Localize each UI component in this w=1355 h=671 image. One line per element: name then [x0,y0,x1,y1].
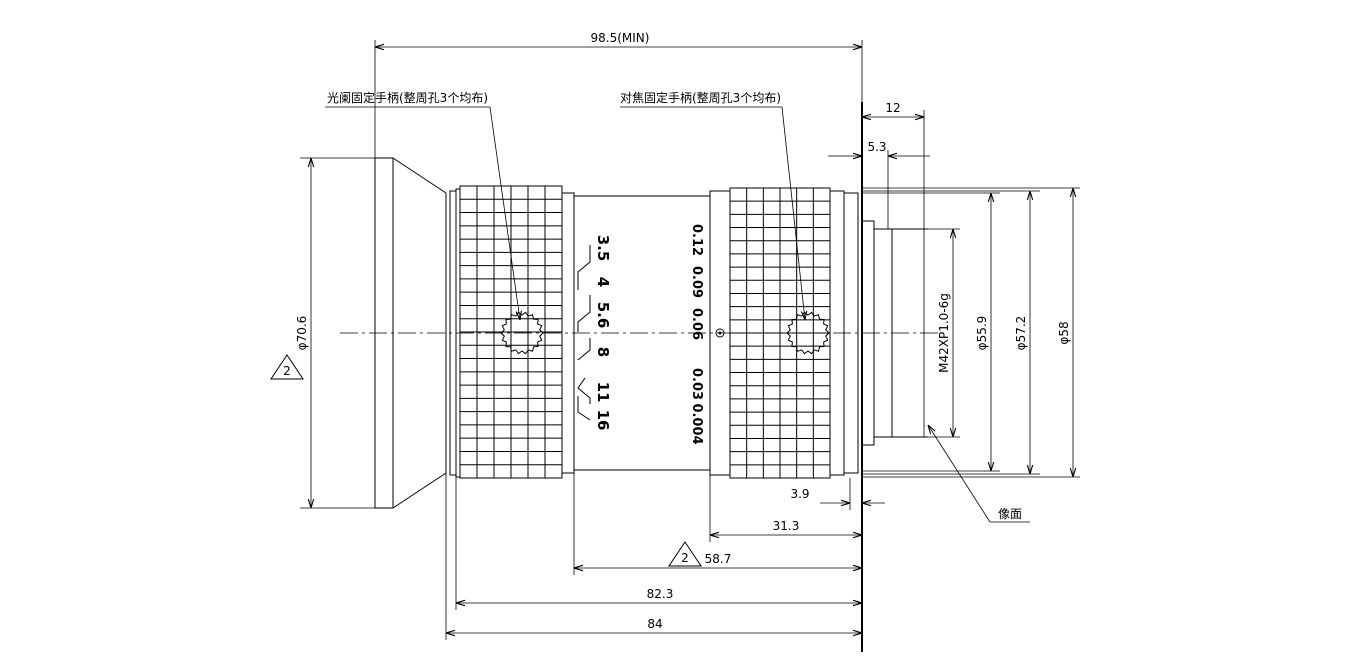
revision-triangle-2: 2 [668,541,702,567]
dim-thread: M42XP1.0-6g [937,293,951,373]
focus-handle-label: 对焦固定手柄(整周孔3个均布) [620,90,781,105]
dim-overall-min: 98.5(MIN) [591,31,650,45]
aperture-value-3-5: 3.5 [594,235,612,262]
dim-82-3: 82.3 [647,587,674,601]
dim-12: 12 [885,101,900,115]
revision-triangle-1: 2 [270,354,304,380]
focus-value-0-06: 0.06 [689,308,704,340]
focus-value-0-09: 0.09 [689,266,704,298]
focus-index-dot [715,328,725,338]
handle-gear [500,311,544,355]
svg-text:2: 2 [681,551,689,565]
middle-tube [573,195,710,471]
handle-gear [786,311,830,355]
dim-front-diameter: φ70.6 [295,316,309,351]
knurl-pattern [460,186,562,478]
focus-ring [709,187,859,479]
iris-handle-label: 光阑固定手柄(整周孔3个均布) [327,90,488,105]
aperture-value-8: 8 [594,347,612,357]
aperture-value-5-6: 5.6 [594,302,612,329]
focus-value-0-004: 0.004 [689,403,704,444]
image-plane-label: 像面 [998,507,1022,521]
dim-31-3: 31.3 [773,519,800,533]
dim-diameter-58: φ58 [1057,321,1071,344]
lens-mount [861,102,928,652]
aperture-value-4: 4 [594,277,612,287]
aperture-value-11: 11 [594,382,612,403]
fixing-handles [500,311,830,355]
aperture-ring [459,185,575,479]
dim-84: 84 [647,617,662,631]
dim-58-7: 58.7 [705,552,732,566]
dim-diameter-57-2: φ57.2 [1014,316,1028,351]
dimension-lines [300,40,1080,640]
dim-5-3: 5.3 [867,140,886,154]
dim-3-9: 3.9 [790,487,809,501]
knurl-pattern [730,188,830,478]
aperture-scale-ticks [577,245,591,421]
dim-diameter-55-9: φ55.9 [975,316,989,351]
focus-value-0-12: 0.12 [689,224,704,256]
front-barrel [374,157,461,509]
svg-text:2: 2 [283,364,291,378]
focus-value-0-03: 0.03 [689,368,704,400]
aperture-value-16: 16 [594,410,612,431]
